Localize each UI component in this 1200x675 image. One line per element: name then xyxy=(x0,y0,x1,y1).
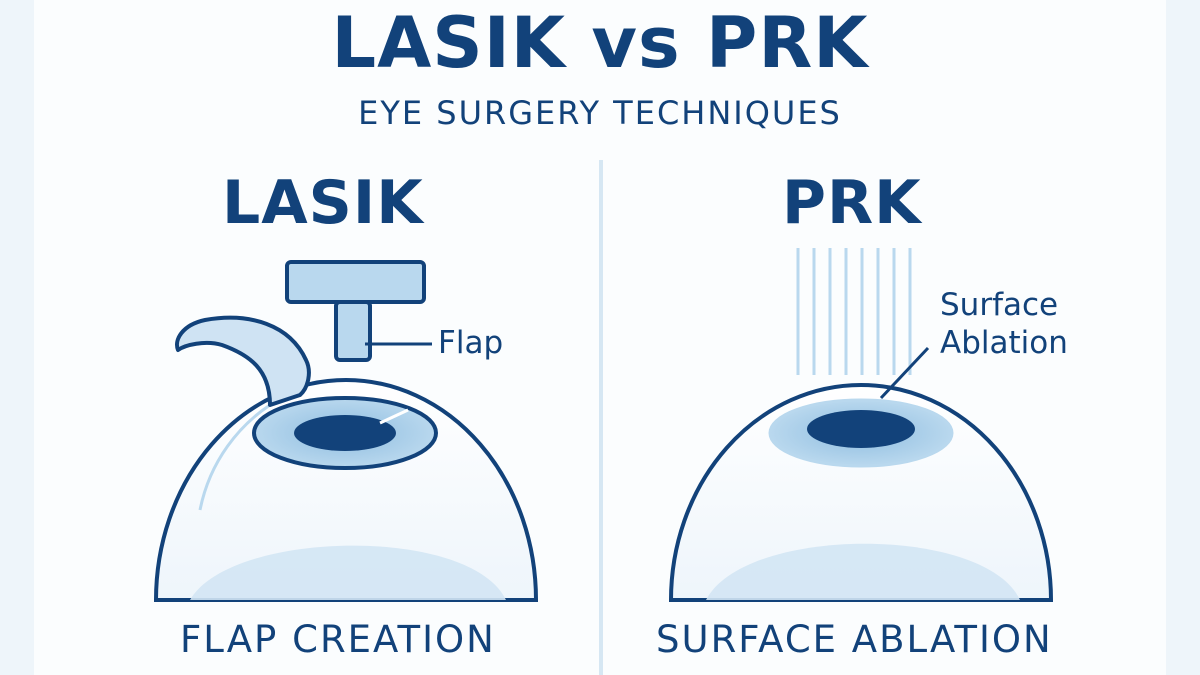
prk-eye xyxy=(668,383,1054,602)
page-subtitle: EYE SURGERY TECHNIQUES xyxy=(358,94,842,132)
lasik-heading: LASIK xyxy=(222,168,424,238)
lasik-eye-shade xyxy=(190,545,506,600)
lasik-pupil xyxy=(294,415,396,451)
lasik-caption: FLAP CREATION xyxy=(180,618,496,661)
ablation-label-line2: Ablation xyxy=(940,325,1068,361)
ablation-callout-line xyxy=(879,346,930,400)
prk-caption: SURFACE ABLATION xyxy=(656,618,1053,661)
prk-heading: PRK xyxy=(782,168,922,238)
microkeratome-icon xyxy=(285,260,426,362)
lasik-iris xyxy=(252,396,438,470)
prk-eye-shade xyxy=(706,543,1020,600)
column-divider xyxy=(599,160,603,675)
flap-label: Flap xyxy=(438,325,504,361)
laser-beams-icon xyxy=(796,248,912,375)
lasik-eye xyxy=(153,378,539,602)
page-title: LASIK vs PRK xyxy=(331,2,869,84)
ablation-label-line1: Surface xyxy=(940,287,1059,323)
lasik-iris-pointer xyxy=(379,408,409,425)
prk-pupil xyxy=(807,410,915,448)
prk-iris xyxy=(768,398,954,468)
corneal-flap xyxy=(175,315,311,407)
